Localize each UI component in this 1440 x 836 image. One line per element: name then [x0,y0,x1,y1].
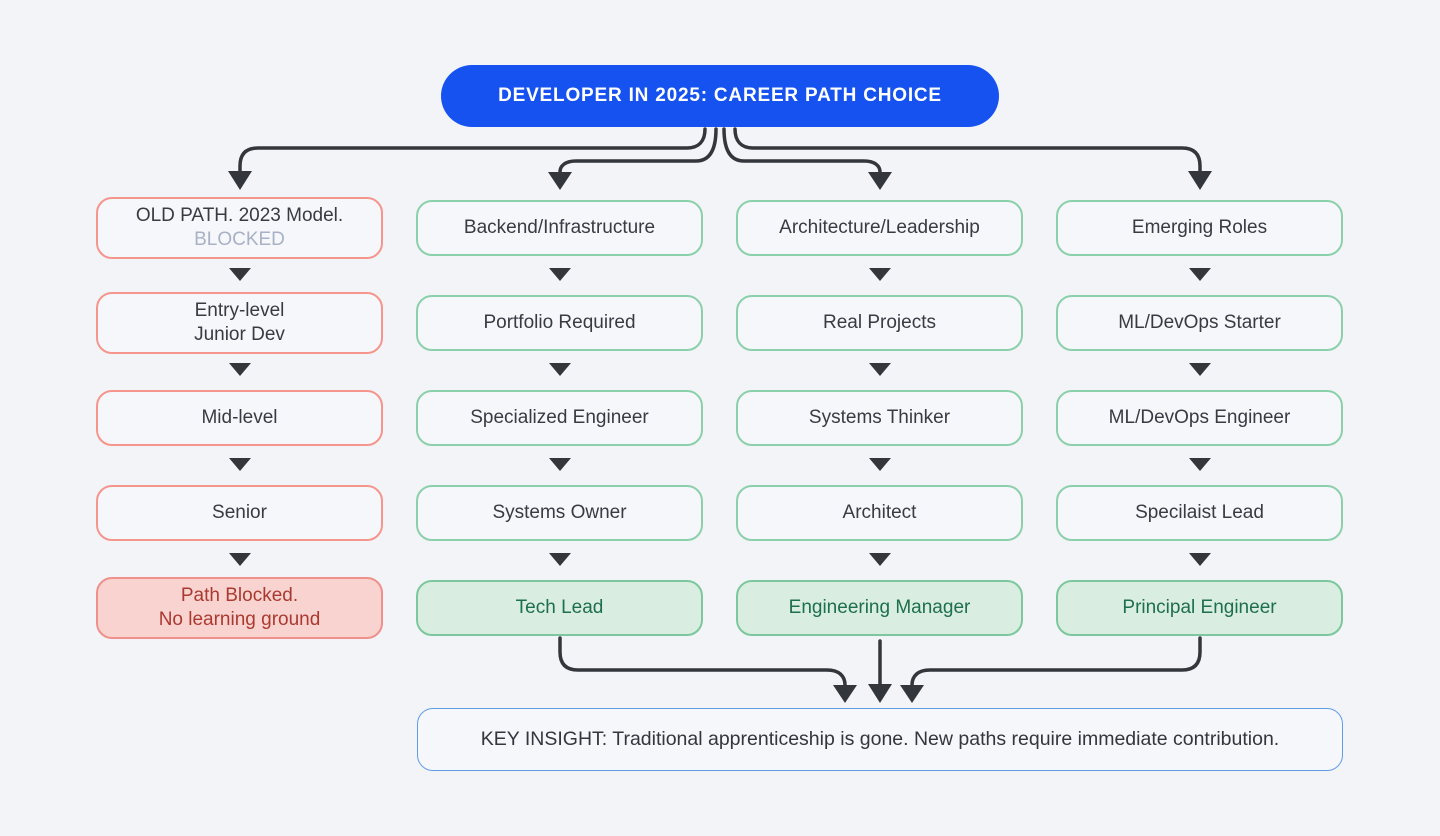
arrowhead-backend [548,172,572,190]
step-arrow-icon [229,553,251,566]
node-tech-lead: Tech Lead [416,580,703,636]
arrowhead-insight-left [833,685,857,703]
node-label: Specilaist Lead [1135,502,1264,524]
step-arrow-icon [869,363,891,376]
connector-principal-to-insight [910,636,1202,687]
column-to-insight-connectors [558,636,1202,703]
node-mid-level: Mid-level [96,390,383,446]
node-principal-engineer: Principal Engineer [1056,580,1343,636]
arrowhead-architecture [868,172,892,190]
node-emerging-roles: Emerging Roles [1056,200,1343,256]
node-path-blocked: Path Blocked. No learning ground [96,577,383,639]
node-old-path-header: OLD PATH. 2023 Model. BLOCKED [96,197,383,259]
node-label: Systems Owner [492,502,627,524]
node-ml-devops-starter: ML/DevOps Starter [1056,295,1343,351]
step-arrow-icon [229,458,251,471]
node-label: Architect [842,502,917,524]
step-arrow-icon [1189,553,1211,566]
node-label: Systems Thinker [808,407,951,429]
node-label: ML/DevOps Engineer [1108,407,1291,429]
node-label: Specialized Engineer [470,407,649,429]
key-insight-box: KEY INSIGHT: Traditional apprenticeship … [417,708,1343,771]
node-label: Portfolio Required [483,312,636,334]
arrowhead-insight-right [900,685,924,703]
step-arrow-icon [549,268,571,281]
diagram-title: DEVELOPER IN 2025: CAREER PATH CHOICE [441,65,999,127]
title-to-column-connectors [228,127,1212,190]
node-architect: Architect [736,485,1023,541]
step-arrow-icon [869,553,891,566]
step-arrow-icon [549,553,571,566]
node-specialized-engineer: Specialized Engineer [416,390,703,446]
step-arrow-icon [229,363,251,376]
node-specialist-lead: Specilaist Lead [1056,485,1343,541]
node-portfolio-required: Portfolio Required [416,295,703,351]
node-label: Backend/Infrastructure [463,217,656,239]
node-architecture-leadership: Architecture/Leadership [736,200,1023,256]
node-entry-level-junior-dev: Entry-level Junior Dev [96,292,383,354]
connector-techlead-to-insight [558,636,847,687]
step-arrow-icon [549,458,571,471]
diagram-title-label: DEVELOPER IN 2025: CAREER PATH CHOICE [498,85,942,106]
node-label: Architecture/Leadership [779,217,980,239]
node-label: OLD PATH. 2023 Model. [135,205,344,227]
step-arrow-icon [869,268,891,281]
node-label: Principal Engineer [1122,597,1277,619]
node-label: Tech Lead [515,597,604,619]
connector-title-to-emerging [733,127,1202,173]
node-senior: Senior [96,485,383,541]
node-ml-devops-engineer: ML/DevOps Engineer [1056,390,1343,446]
arrowhead-emerging [1188,171,1212,190]
key-insight-label: KEY INSIGHT: Traditional apprenticeship … [480,728,1280,751]
node-label: Real Projects [823,312,936,334]
step-arrow-icon [869,458,891,471]
connector-title-to-backend [558,127,718,174]
connector-title-to-architecture [722,127,882,174]
node-label: Path Blocked. No learning ground [158,585,321,630]
connector-title-to-old-path [238,127,707,173]
node-real-projects: Real Projects [736,295,1023,351]
node-backend-infrastructure: Backend/Infrastructure [416,200,703,256]
node-systems-thinker: Systems Thinker [736,390,1023,446]
node-label: ML/DevOps Starter [1118,312,1281,334]
step-arrow-icon [1189,363,1211,376]
node-label: Emerging Roles [1131,217,1268,239]
node-sublabel-blocked: BLOCKED [194,229,285,250]
node-label: Entry-level Junior Dev [194,300,285,345]
arrowhead-old-path [228,171,252,190]
node-label: Senior [212,502,267,524]
step-arrow-icon [549,363,571,376]
node-label: Engineering Manager [788,597,971,619]
step-arrow-icon [1189,458,1211,471]
node-engineering-manager: Engineering Manager [736,580,1023,636]
node-systems-owner: Systems Owner [416,485,703,541]
step-arrow-icons [229,268,1211,566]
step-arrow-icon [1189,268,1211,281]
arrowhead-insight-center [868,684,892,703]
node-label: Mid-level [201,407,278,429]
step-arrow-icon [229,268,251,281]
